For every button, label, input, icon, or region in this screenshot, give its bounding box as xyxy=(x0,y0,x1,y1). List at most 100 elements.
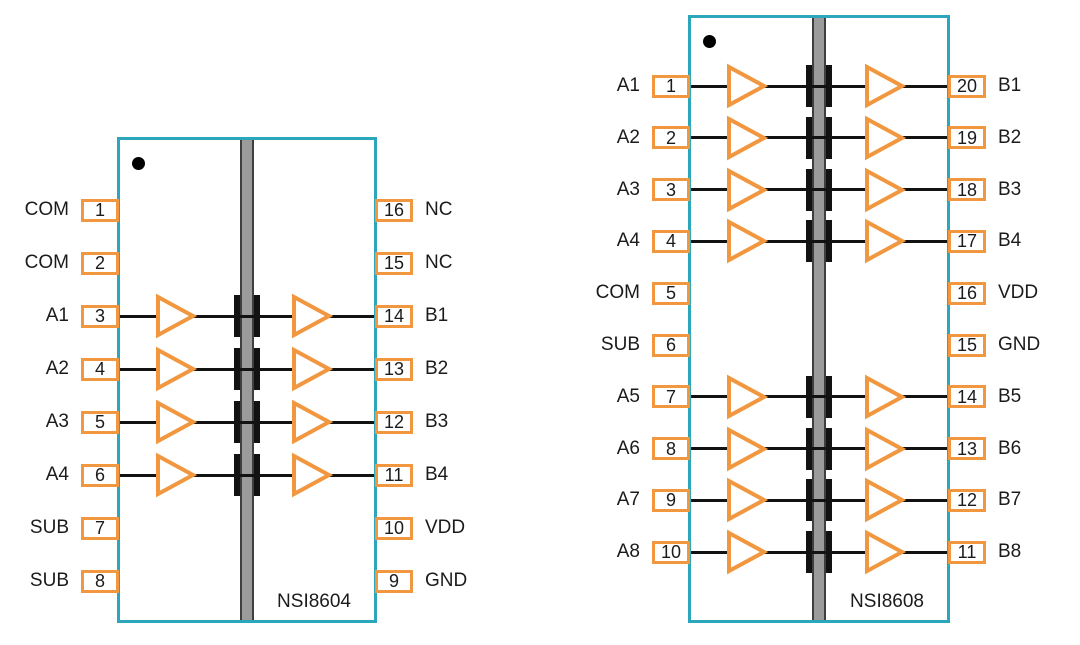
isolation-coupler-plate xyxy=(234,454,240,496)
isolation-barrier xyxy=(812,18,826,620)
pin1-marker-dot xyxy=(132,157,145,170)
pin-number-box: 2 xyxy=(81,251,119,275)
channel-signal-line xyxy=(691,136,947,140)
isolation-coupler-plate xyxy=(826,168,832,211)
channel-signal-line xyxy=(120,367,374,371)
pin-number-box: 6 xyxy=(652,333,690,357)
pin-function-label: A8 xyxy=(616,541,640,563)
isolation-coupler-plate xyxy=(234,401,240,443)
buffer-gate-icon xyxy=(865,426,907,471)
buffer-gate-icon xyxy=(292,399,334,445)
pin-number-box: 11 xyxy=(948,540,986,564)
pin-function-label: A7 xyxy=(616,489,640,511)
isolation-coupler-plate xyxy=(806,375,812,418)
pin-function-label: GND xyxy=(425,570,468,591)
pin-function-label: A5 xyxy=(616,385,640,407)
isolation-coupler-plate xyxy=(806,168,812,211)
pin-function-label: B4 xyxy=(998,230,1022,252)
pin-number-box: 14 xyxy=(375,304,413,328)
channel-signal-line xyxy=(691,188,947,192)
pin-number-box: 11 xyxy=(375,463,413,487)
buffer-gate-icon xyxy=(156,346,198,392)
pin-function-label: A4 xyxy=(45,464,69,485)
buffer-gate-icon xyxy=(865,219,907,264)
channel-signal-line xyxy=(120,473,374,477)
pin-function-label: A2 xyxy=(616,126,640,148)
pin-number-box: 4 xyxy=(652,229,690,253)
pin-number-box: 8 xyxy=(81,569,119,593)
isolation-coupler-plate xyxy=(826,479,832,522)
pin-number-box: 19 xyxy=(948,126,986,150)
channel-signal-line xyxy=(120,314,374,318)
pin-number-box: 17 xyxy=(948,229,986,253)
isolation-coupler-plate xyxy=(806,479,812,522)
channel-signal-line xyxy=(691,498,947,502)
pin-number-box: 18 xyxy=(948,178,986,202)
buffer-gate-icon xyxy=(865,115,907,161)
isolation-coupler-plate xyxy=(254,295,260,337)
buffer-gate-icon xyxy=(727,63,769,109)
buffer-gate-icon xyxy=(727,478,769,523)
buffer-gate-icon xyxy=(865,478,907,523)
isolation-coupler-plate xyxy=(254,454,260,496)
pin-function-label: NC xyxy=(425,199,453,220)
pin-function-label: A2 xyxy=(45,358,69,379)
pin-function-label: B4 xyxy=(425,464,449,485)
pin-number-box: 2 xyxy=(652,126,690,150)
pin-number-box: 16 xyxy=(375,198,413,222)
buffer-gate-icon xyxy=(865,529,907,575)
pin-number-box: 5 xyxy=(652,281,690,305)
pin-number-box: 9 xyxy=(652,488,690,512)
isolation-barrier xyxy=(240,140,254,620)
pin-function-label: A1 xyxy=(616,75,640,96)
pin-number-box: 12 xyxy=(375,410,413,434)
pin-function-label: SUB xyxy=(29,517,69,538)
pin-number-box: 14 xyxy=(948,385,986,409)
pin-function-label: B2 xyxy=(425,358,449,379)
channel-signal-line xyxy=(691,447,947,451)
buffer-gate-icon xyxy=(292,346,334,392)
pin-number-box: 8 xyxy=(652,437,690,461)
pin-number-box: 13 xyxy=(948,437,986,461)
buffer-gate-icon xyxy=(865,63,907,109)
pin-function-label: A3 xyxy=(616,178,640,200)
pin-number-box: 9 xyxy=(375,569,413,593)
pin-function-label: B3 xyxy=(425,411,449,432)
pin-function-label: B2 xyxy=(998,126,1022,148)
pin-number-box: 15 xyxy=(948,333,986,357)
pin-number-box: 5 xyxy=(81,410,119,434)
buffer-gate-icon xyxy=(727,529,769,575)
pin-function-label: A1 xyxy=(45,305,69,326)
pin-function-label: SUB xyxy=(600,334,640,355)
pin-function-label: SUB xyxy=(29,570,69,591)
pin-number-box: 7 xyxy=(652,385,690,409)
pin-number-box: 4 xyxy=(81,357,119,381)
buffer-gate-icon xyxy=(292,452,334,498)
pin-function-label: B1 xyxy=(425,305,449,326)
buffer-gate-icon xyxy=(727,115,769,161)
pin-function-label: B6 xyxy=(998,437,1022,459)
isolation-coupler-plate xyxy=(806,65,812,107)
buffer-gate-icon xyxy=(727,167,769,212)
pin-number-box: 13 xyxy=(375,357,413,381)
channel-signal-line xyxy=(691,395,947,399)
channel-signal-line xyxy=(691,239,947,243)
pin-number-box: 3 xyxy=(81,304,119,328)
isolation-coupler-plate xyxy=(826,116,832,159)
buffer-gate-icon xyxy=(865,374,907,420)
pin-number-box: 7 xyxy=(81,516,119,540)
pin-number-box: 12 xyxy=(948,488,986,512)
pin-function-label: GND xyxy=(998,334,1041,355)
pin-number-box: 16 xyxy=(948,281,986,305)
pin-number-box: 20 xyxy=(948,74,986,98)
channel-signal-line xyxy=(691,550,947,554)
isolation-coupler-plate xyxy=(806,116,812,159)
pin-function-label: B1 xyxy=(998,75,1022,96)
pin1-marker-dot xyxy=(703,35,716,48)
pin-function-label: A4 xyxy=(616,230,640,252)
pin-function-label: B7 xyxy=(998,489,1022,511)
pin-function-label: VDD xyxy=(425,517,466,538)
pin-function-label: COM xyxy=(24,199,69,220)
buffer-gate-icon xyxy=(727,426,769,471)
